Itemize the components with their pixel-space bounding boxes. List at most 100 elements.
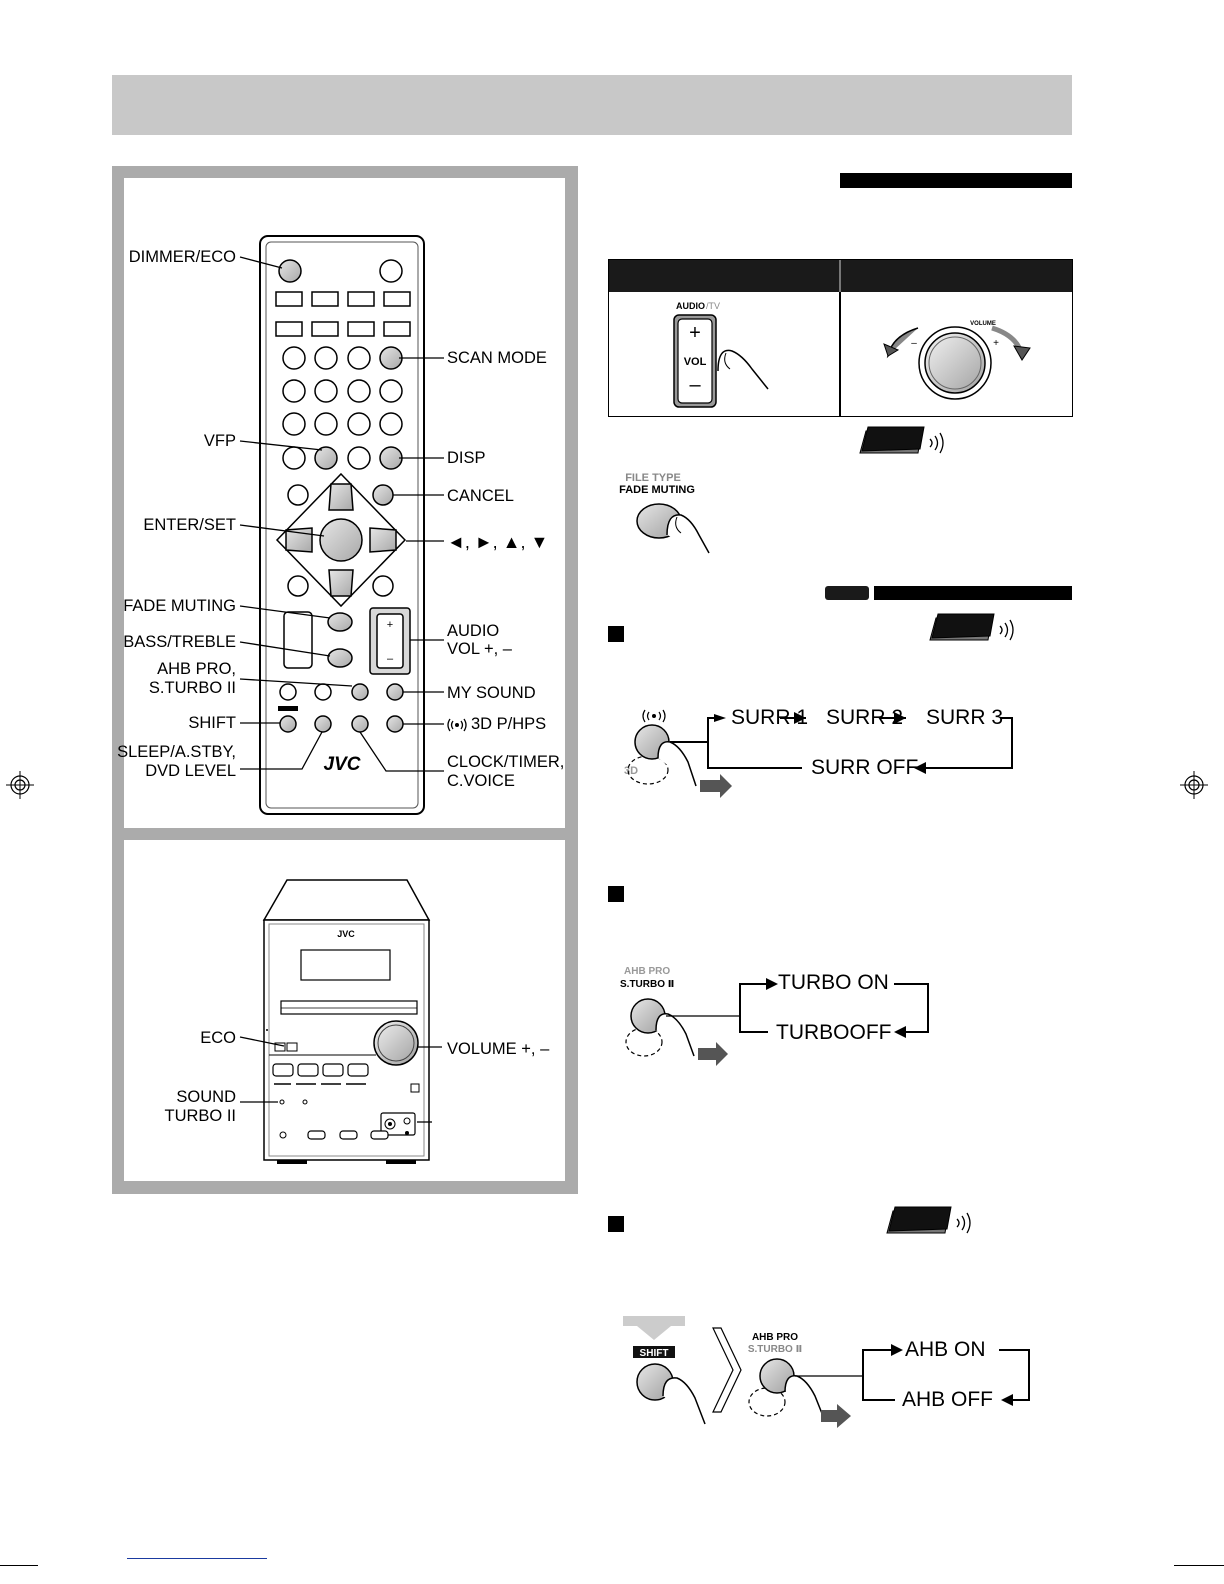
turbo-label-sturbo: S.TURBO Ⅱ — [620, 979, 674, 990]
shift-tag-label: SHIFT — [640, 1348, 669, 1359]
fade-muting-label: FADE MUTING — [619, 484, 695, 496]
label-fade-muting: FADE MUTING — [123, 597, 236, 615]
number-pad[interactable] — [282, 346, 403, 470]
section-heading-bar-2 — [874, 586, 1072, 600]
my-sound-button[interactable] — [386, 683, 404, 701]
label-dvd-level: DVD LEVEL — [145, 762, 236, 780]
label-audio-vol: VOL +, – — [447, 640, 512, 658]
label-cancel: CANCEL — [447, 487, 514, 505]
bullet-square-1 — [608, 626, 624, 642]
volume-knob-large[interactable] — [924, 332, 986, 394]
source-buttons-row-2[interactable] — [275, 321, 411, 337]
svg-text:+: + — [689, 322, 701, 344]
ahb-off-label: AHB OFF — [902, 1388, 994, 1411]
dimmer-eco-button[interactable] — [278, 259, 302, 283]
remote-signal-icon-3 — [886, 1206, 971, 1234]
label-dimmer-eco: DIMMER/ECO — [128, 248, 236, 266]
label-volume: VOLUME +, – — [447, 1040, 550, 1058]
source-buttons-row-1[interactable] — [275, 291, 411, 307]
cancel-button[interactable] — [372, 484, 394, 506]
eco-button[interactable] — [274, 1042, 286, 1052]
remote-volume-illustration: AUDIO /TV + VOL – — [673, 301, 769, 408]
ahb-pro-button[interactable] — [351, 683, 369, 701]
label-sound: SOUND — [176, 1088, 236, 1106]
bottom-rule-1 — [0, 1565, 38, 1566]
label-scan-mode: SCAN MODE — [447, 349, 547, 367]
volume-table-header — [609, 260, 1072, 292]
turbo-off-label: TURBOOFF — [776, 1021, 892, 1044]
audio-label: AUDIO — [676, 301, 705, 311]
volume-table — [608, 259, 1073, 417]
surr-1-label: SURR 1 — [731, 706, 809, 729]
turbo-on-label: TURBO ON — [778, 971, 889, 994]
sleep-button[interactable] — [314, 715, 332, 733]
shift-button[interactable] — [279, 715, 297, 733]
label-c-voice: C.VOICE — [447, 772, 515, 790]
label-my-sound: MY SOUND — [447, 684, 536, 702]
registration-mark-left — [6, 771, 34, 799]
label-s-turbo: S.TURBO II — [148, 679, 236, 697]
ahb-flow-diagram: SHIFT AHB PRO S.TURBO Ⅱ — [623, 1316, 1030, 1428]
cd-slot — [280, 1000, 418, 1015]
bass-treble-button[interactable] — [327, 648, 353, 668]
surr-2-label: SURR 2 — [826, 706, 904, 729]
label-turbo-ii: TURBO II — [164, 1107, 236, 1125]
standby-button[interactable] — [379, 259, 403, 283]
remote-vol-minus: – — [387, 653, 394, 665]
vol-rocker[interactable] — [677, 318, 713, 404]
svg-text:–: – — [911, 338, 917, 349]
label-sleep: SLEEP/A.STBY, — [117, 743, 236, 761]
label-3d-phps: 3D P/HPS — [471, 715, 547, 733]
ahb-label-ahb: AHB PRO — [752, 1332, 798, 1343]
bullet-square-3 — [608, 1216, 624, 1232]
surround-button[interactable] — [386, 715, 404, 733]
volume-knob[interactable] — [373, 1020, 419, 1066]
tv-label: /TV — [706, 301, 720, 311]
bottom-rule-2 — [127, 1558, 267, 1559]
bottom-rule-3 — [1174, 1565, 1224, 1566]
svg-text:+: + — [993, 338, 999, 349]
label-surround-row: 3D P/HPS — [447, 715, 546, 734]
audio-vol-button[interactable] — [376, 613, 404, 669]
label-shift: SHIFT — [188, 714, 236, 732]
surround-flow-diagram: 3D — [624, 709, 1013, 798]
turbo-label-ahb: AHB PRO — [624, 966, 670, 977]
svg-text:–: – — [689, 374, 701, 396]
sound-turbo-button[interactable] — [279, 1099, 285, 1105]
remote-leader-lines — [239, 256, 444, 772]
remote-brand-logo: JVC — [324, 754, 361, 775]
label-clock-timer: CLOCK/TIMER, — [447, 753, 565, 771]
enter-set-button[interactable] — [319, 518, 363, 562]
label-disp: DISP — [447, 449, 486, 467]
registration-mark-right — [1180, 771, 1208, 799]
label-vfp: VFP — [203, 432, 236, 450]
svg-text:3D: 3D — [624, 765, 638, 777]
unit-brand-logo: JVC — [337, 929, 355, 939]
ahb-label-sturbo: S.TURBO Ⅱ — [748, 1344, 802, 1355]
fade-muting-illustration: FILE TYPE FADE MUTING — [619, 472, 710, 554]
remote-signal-icon-2 — [929, 613, 1014, 641]
section-heading-bar — [840, 173, 1072, 188]
section-tag — [825, 586, 869, 600]
fade-muting-button[interactable] — [327, 612, 353, 632]
shift-tag — [633, 1346, 675, 1358]
surround-icon — [447, 718, 467, 731]
surr-3-label: SURR 3 — [926, 706, 1004, 729]
surr-off-label: SURR OFF — [811, 756, 919, 779]
knob-volume-illustration: VOLUME – + — [883, 321, 1031, 400]
remote-control-illustration: + – JVC — [239, 235, 444, 815]
label-audio: AUDIO — [447, 622, 500, 640]
turbo-flow-diagram: AHB PRO S.TURBO Ⅱ — [620, 966, 929, 1066]
main-unit-illustration: JVC — [239, 879, 442, 1164]
clock-timer-button[interactable] — [351, 715, 369, 733]
remote-vol-plus: + — [387, 619, 393, 631]
svg-text:VOL: VOL — [684, 356, 707, 368]
header-band — [112, 75, 1072, 135]
bullet-square-2 — [608, 886, 624, 902]
ahb-on-label: AHB ON — [905, 1338, 986, 1361]
svg-text:VOLUME: VOLUME — [970, 321, 996, 327]
unit-leader-lines — [239, 1036, 442, 1123]
file-type-label: FILE TYPE — [625, 472, 681, 484]
unit-display — [300, 949, 391, 981]
label-enter-set: ENTER/SET — [143, 516, 236, 534]
